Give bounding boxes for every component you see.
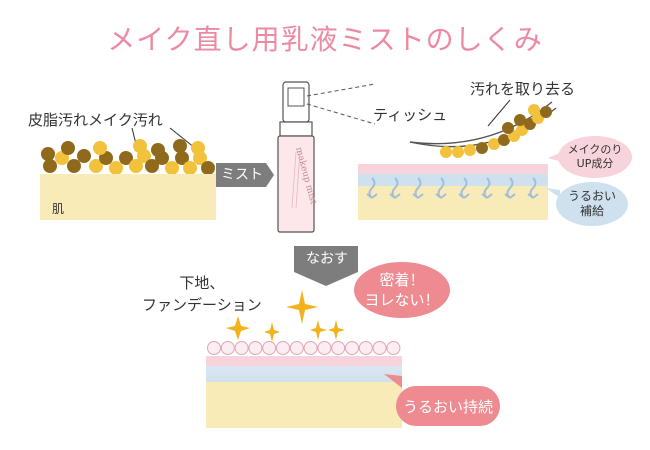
- particle: [119, 151, 133, 165]
- particle: [234, 341, 249, 355]
- foundation-particles: [207, 341, 401, 355]
- bubble-no-smudge: 密着！ ヨレない！: [354, 262, 450, 318]
- tissue-label: ティッシュ: [373, 106, 448, 124]
- particle: [440, 146, 452, 158]
- particle: [289, 341, 304, 355]
- particle: [502, 122, 514, 134]
- particle: [452, 146, 464, 158]
- sparkles-icon: [226, 290, 345, 342]
- skin-layer-bottom: [206, 382, 402, 428]
- moisture-arrow-icon: [481, 177, 493, 199]
- skin-label: 肌: [52, 202, 65, 216]
- particle: [61, 141, 75, 155]
- moisture-arrow-icon: [504, 177, 516, 199]
- moisture-arrow-icon: [435, 177, 447, 199]
- moisture-arrow-icon: [527, 177, 539, 199]
- diagram-title: メイク直し用乳液ミストのしくみ: [107, 23, 543, 56]
- blue-moisture-layer: [358, 174, 548, 186]
- bubble-blue-tail: [546, 188, 560, 198]
- arrow-fix-shape: [294, 246, 358, 286]
- base-foundation-label: 下地、 ファンデーション: [142, 274, 262, 314]
- skin-layer-left: [40, 174, 216, 220]
- particle: [528, 104, 540, 116]
- particle: [488, 138, 500, 150]
- moisture-arrow-icon: [458, 177, 470, 199]
- particle: [262, 341, 277, 355]
- arrow-mist-label: ミスト: [221, 167, 263, 183]
- tissue-illustration: [409, 99, 557, 158]
- dirt-particles: [41, 127, 215, 175]
- pink-layer-bottom: [206, 356, 402, 366]
- particle: [67, 159, 81, 173]
- particle: [77, 149, 91, 163]
- particle: [317, 341, 332, 355]
- particle: [41, 147, 55, 161]
- moisture-arrows: [366, 177, 539, 199]
- particle: [248, 341, 263, 355]
- particle: [540, 106, 552, 118]
- particle: [476, 142, 488, 154]
- particle: [386, 341, 401, 355]
- particle: [93, 141, 107, 155]
- particle: [183, 161, 197, 175]
- particle: [175, 151, 189, 165]
- particle: [165, 161, 179, 175]
- bubble-pink-tail: [548, 152, 562, 162]
- dirt-label: 皮脂汚れメイク汚れ: [28, 111, 163, 129]
- particle: [191, 141, 205, 155]
- particle: [89, 159, 103, 173]
- bubble-makeup-up: メイクのり UP成分: [558, 136, 632, 178]
- particle: [498, 134, 510, 146]
- particle: [43, 159, 57, 173]
- particle: [345, 341, 359, 355]
- particle: [129, 159, 143, 173]
- particle: [303, 341, 318, 355]
- bubble-lasting-moisture: うるおい持続: [396, 386, 500, 426]
- pink-ingredient-layer: [358, 164, 548, 174]
- skin-layer-right: [358, 186, 548, 220]
- particle: [173, 139, 187, 153]
- moisture-arrow-icon: [412, 177, 424, 199]
- particle: [151, 143, 165, 157]
- particle: [201, 161, 215, 175]
- moisture-arrow-icon: [366, 177, 378, 199]
- particle: [133, 139, 147, 153]
- particle: [109, 161, 123, 175]
- bubble-moisture-supply: うるおい 補給: [556, 182, 628, 226]
- arrow-mist-shape: [216, 163, 274, 187]
- mist-bottle-icon: makeup mist: [277, 81, 318, 233]
- particle: [358, 341, 373, 355]
- particle: [220, 341, 235, 355]
- particle: [331, 341, 346, 355]
- particle: [207, 341, 221, 355]
- particle: [514, 114, 526, 126]
- remove-label: 汚れを取り去る: [470, 80, 576, 98]
- particle: [276, 341, 290, 355]
- particle: [145, 159, 159, 173]
- particle: [464, 144, 476, 156]
- blue-layer-bottom: [206, 366, 402, 382]
- particle: [372, 341, 387, 355]
- spray-lines: [306, 83, 376, 125]
- moisture-arrow-icon: [389, 177, 401, 199]
- arrow-fix-label: なおす: [306, 251, 348, 267]
- bubble-moist-tail: [384, 374, 402, 388]
